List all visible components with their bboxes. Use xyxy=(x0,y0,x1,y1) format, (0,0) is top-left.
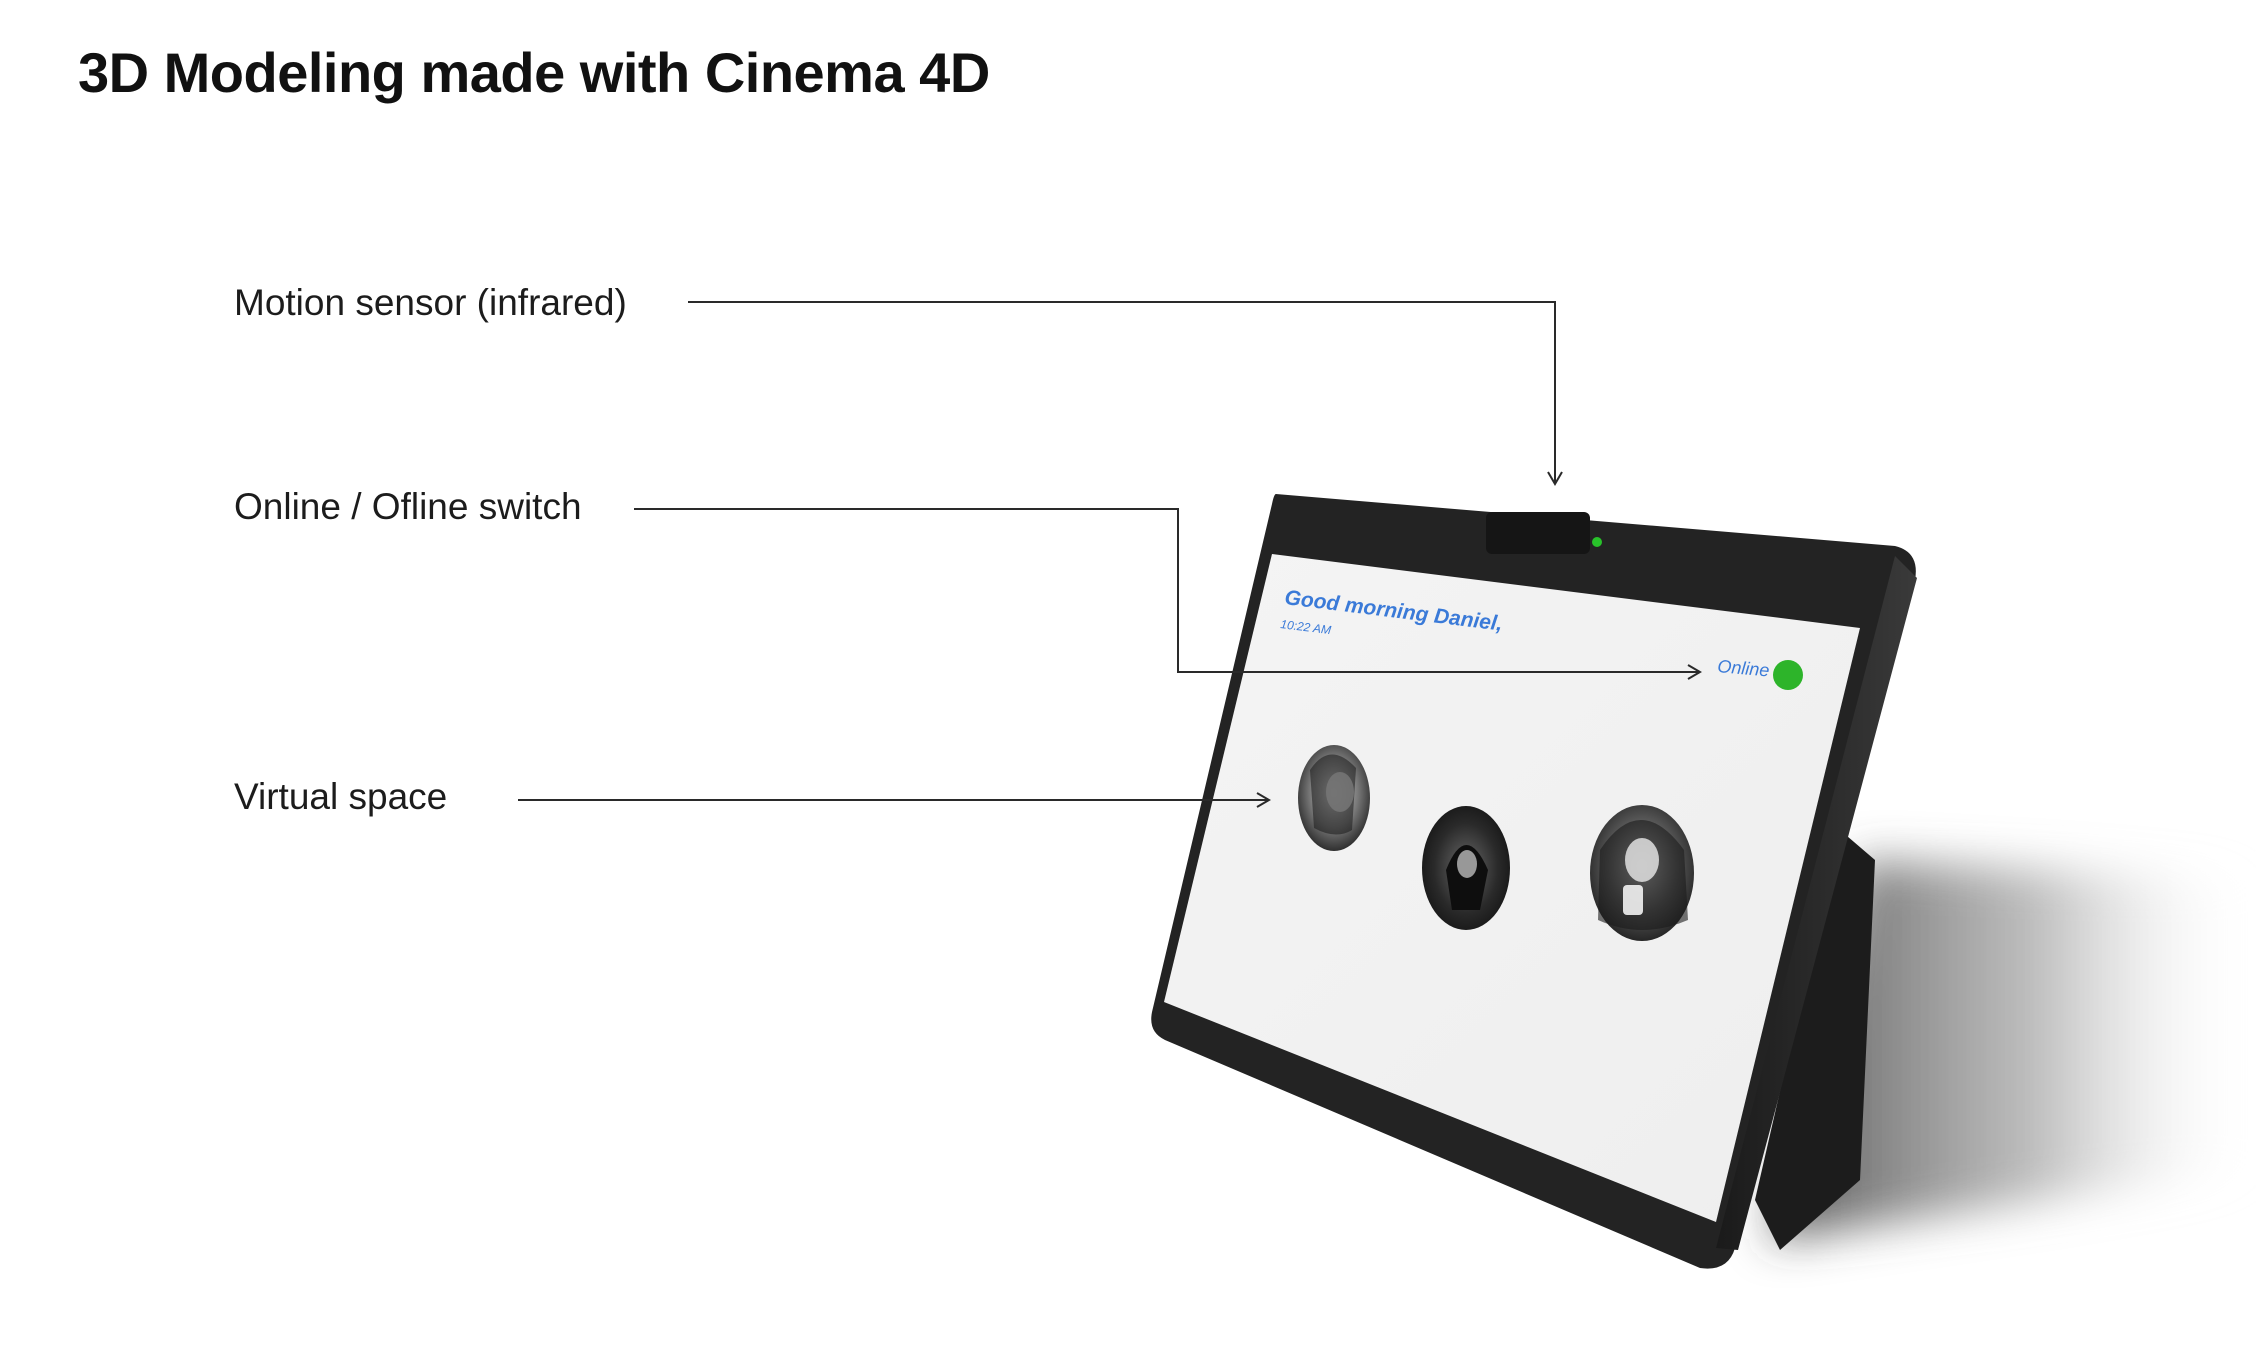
callout-label-motion-sensor: Motion sensor (infrared) xyxy=(234,282,627,323)
motion-sensor-icon xyxy=(1486,512,1590,554)
avatar-person-1[interactable] xyxy=(1298,745,1370,851)
avatar-person-3[interactable] xyxy=(1590,805,1694,941)
camera-led-icon xyxy=(1592,537,1602,547)
virtual-space xyxy=(1298,745,1694,941)
callout-label-virtual-space: Virtual space xyxy=(234,776,448,817)
device-screen: Good morning Daniel, 10:22 AM Online xyxy=(1164,554,1860,1222)
device-stand xyxy=(1755,830,1875,1250)
arrowhead-virtual-space xyxy=(1256,792,1271,808)
online-status-indicator[interactable] xyxy=(1773,660,1803,690)
avatar-person-2[interactable] xyxy=(1422,806,1510,930)
time-text: 10:22 AM xyxy=(1280,617,1332,637)
arrowhead-online-switch xyxy=(1687,664,1702,680)
leader-line-online-switch xyxy=(634,508,1698,673)
status-label: Online xyxy=(1717,656,1771,680)
arrowhead-motion-sensor xyxy=(1547,471,1563,486)
leader-line-motion-sensor xyxy=(688,301,1556,482)
page-title: 3D Modeling made with Cinema 4D xyxy=(78,41,990,104)
callout-lines xyxy=(518,301,1702,808)
callout-label-online-switch: Online / Ofline switch xyxy=(234,486,582,527)
device-shadow xyxy=(1770,860,2256,1240)
